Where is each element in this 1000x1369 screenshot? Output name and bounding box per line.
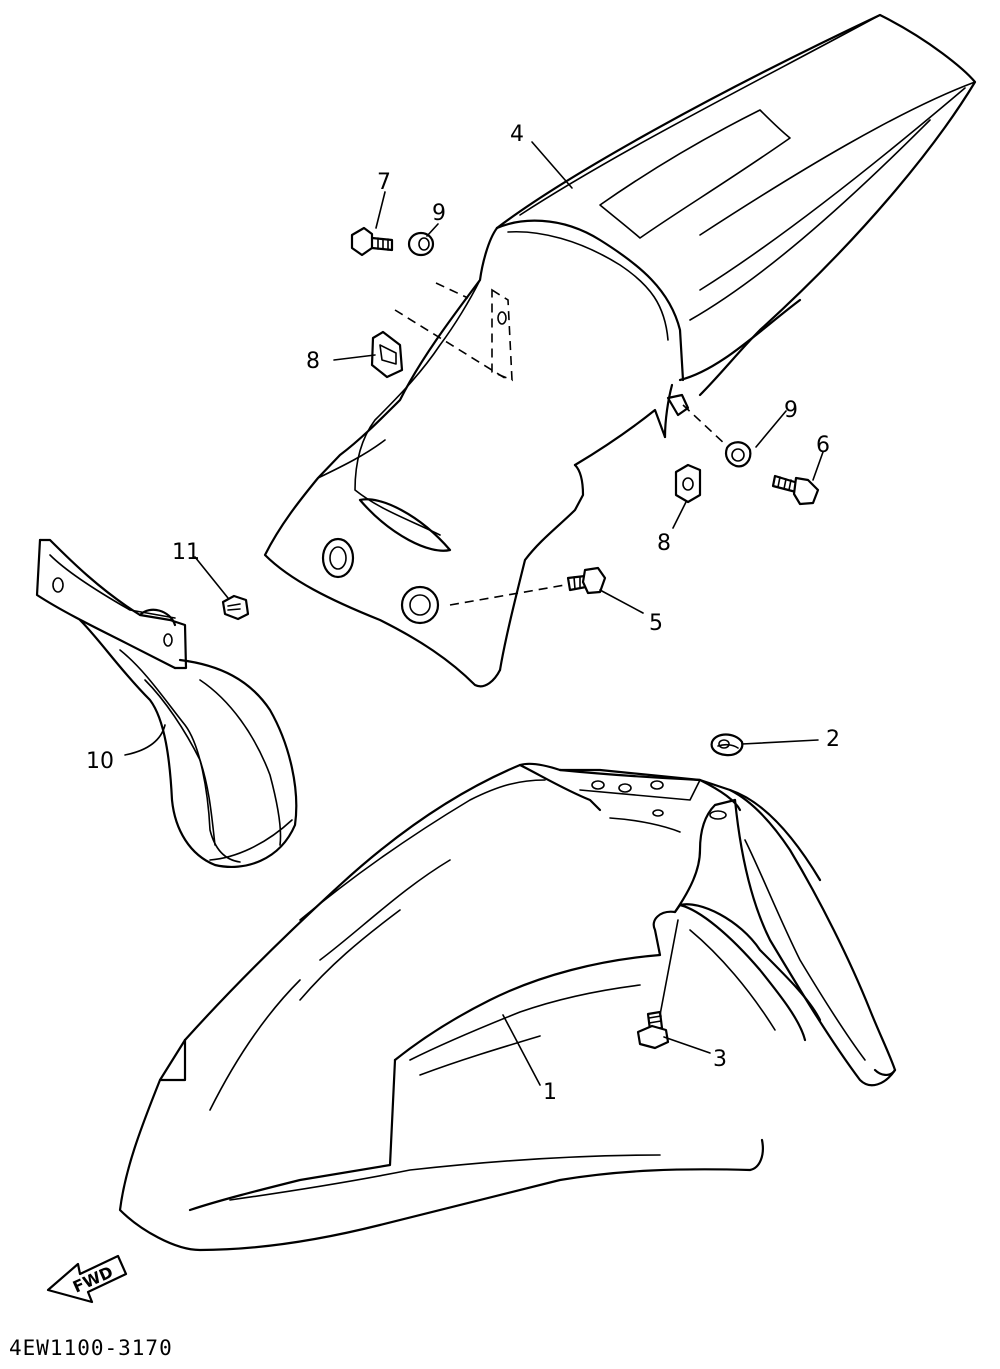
callout-3: 3 [713, 1047, 727, 1072]
callout-1: 1 [543, 1080, 557, 1105]
callout-8-upper: 8 [306, 349, 320, 374]
callout-9-upper: 9 [432, 201, 446, 226]
callout-6: 6 [816, 433, 830, 458]
bolt-6 [771, 474, 820, 506]
assembly-line [394, 309, 509, 381]
flap-10 [35, 538, 298, 869]
bolt-7 [350, 226, 394, 257]
assembly-line [449, 584, 566, 606]
callout-9-right: 9 [784, 398, 798, 423]
collar-9-upper [407, 231, 435, 257]
callout-11: 11 [172, 540, 200, 565]
collar-9-right [724, 441, 752, 468]
grommet-2 [710, 733, 744, 757]
callout-7: 7 [377, 170, 391, 195]
callout-2: 2 [826, 727, 840, 752]
assembly-line [682, 404, 727, 446]
nut-8-upper [370, 330, 404, 379]
leader-lines [124, 141, 824, 1086]
drawing-code: 4EW1100-3170 [9, 1336, 173, 1360]
callout-4: 4 [510, 122, 524, 147]
nut-8-right [674, 463, 702, 504]
forward-arrow-icon: FWD [46, 1254, 128, 1304]
front-fender [118, 762, 897, 1252]
callout-10: 10 [86, 749, 114, 774]
callout-5: 5 [649, 611, 663, 636]
bolt-3 [636, 1010, 670, 1050]
rear-fender [263, 13, 977, 688]
bolt-11 [221, 594, 250, 621]
bolt-5 [566, 566, 607, 595]
callout-8-right: 8 [657, 531, 671, 556]
assembly-line [435, 282, 469, 299]
